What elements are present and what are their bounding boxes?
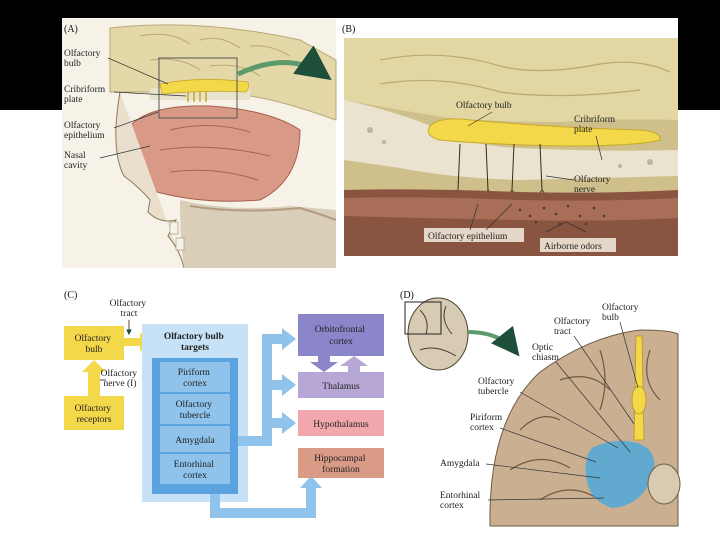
panel-c: (C) Olfactory tract Olfactory bulb Olfac…: [64, 290, 384, 518]
panel-a-zoom-box: [158, 57, 238, 119]
panel-a: (A) Olfactory bulb Cribriform plate Olfa…: [62, 18, 337, 269]
panel-b-label-nerve: Olfactory nerve: [574, 174, 613, 195]
panel-c-orbitofrontal-label: Orbitofrontal cortex: [315, 324, 368, 347]
panel-b-label-epithelium: Olfactory epithelium: [428, 231, 508, 242]
left-black-bar: [0, 18, 62, 110]
panel-c-target-amygdala-label: Amygdala: [175, 436, 215, 446]
panel-d-label-tract: Olfactory tract: [554, 316, 593, 337]
panel-a-letter: (A): [64, 24, 78, 35]
panel-d-brain: [489, 329, 679, 527]
panel-a-label-cavity: Nasal cavity: [64, 151, 88, 171]
panel-c-target-amygdala: [160, 426, 230, 452]
panel-d-label-entorhinal: Entorhinal cortex: [440, 491, 482, 511]
panel-a-label-plate: Cribriform plate: [64, 84, 108, 105]
panel-c-target-piriform-label: Piriform cortex: [178, 367, 213, 389]
panel-d: (D) Olfactory bulb Olfactory tract Optic…: [400, 290, 681, 527]
panel-c-letter: (C): [64, 290, 77, 301]
panel-b: (B) Olfactory bulb Cribriform pl: [342, 24, 678, 256]
panel-b-label-plate: Cribriform plate: [574, 114, 618, 135]
panel-a-label-epithelium: Olfactory epithelium: [64, 120, 105, 141]
panel-b-letter: (B): [342, 24, 355, 35]
panel-c-orbitofrontal-box: [298, 314, 384, 356]
panel-a-nasal-cavity: [129, 105, 301, 202]
panel-c-target-tubercle-label: Olfactory tubercle: [176, 399, 215, 421]
panel-c-thalamus-label: Thalamus: [322, 382, 360, 392]
panel-d-blue-region: [585, 440, 655, 508]
panel-a-label-bulb: Olfactory bulb: [64, 48, 103, 69]
panel-d-olfactory-bulb: [631, 385, 647, 415]
panel-a-olfactory-bulb: [159, 79, 250, 95]
panel-d-label-piriform: Piriform cortex: [470, 412, 505, 433]
top-black-bar: [0, 0, 720, 18]
panel-c-target-entorhinal: [160, 454, 230, 484]
panel-c-target-piriform: [160, 362, 230, 392]
panel-c-label-nerve: Olfactory nerve (I): [101, 368, 140, 389]
panel-c-bulb-box: [64, 326, 124, 360]
panel-c-targets-title: Olfactory bulb targets: [164, 332, 226, 353]
panel-b-label-bulb: Olfactory bulb: [456, 100, 512, 111]
panel-d-label-tubercle: Olfactory tubercle: [478, 376, 517, 397]
panel-c-arrows: [210, 328, 322, 518]
panel-c-label-bulb: Olfactory bulb: [75, 333, 114, 355]
panel-d-label-chiasm: Optic chiasm: [532, 343, 560, 363]
panel-c-target-tubercle: [160, 394, 230, 424]
panel-c-hypothalamus-box: [298, 410, 384, 436]
panel-d-label-amygdala: Amygdala: [440, 459, 480, 469]
panel-c-hypothalamus-label: Hypothalamus: [313, 420, 369, 430]
zoom-arrow-d: [467, 325, 520, 357]
panel-b-olfactory-bulb: [427, 118, 661, 147]
panel-b-label-odors: Airborne odors: [544, 242, 602, 252]
panel-d-letter: (D): [400, 290, 414, 301]
panel-c-thalamus-box: [298, 372, 384, 398]
panel-c-hippocampal-box: [298, 448, 384, 478]
panel-c-target-entorhinal-label: Entorhinal cortex: [174, 460, 216, 481]
panel-c-label-receptors: Olfactory receptors: [75, 403, 114, 425]
panel-c-receptors-box: [64, 396, 124, 430]
zoom-arrow-a-to-b: [236, 45, 332, 81]
right-black-bar: [678, 18, 720, 110]
panel-c-label-tract: Olfactory tract: [110, 298, 149, 319]
panel-d-label-bulb: Olfactory bulb: [602, 302, 641, 323]
panel-c-hippocampal-label: Hippocampal formation: [314, 454, 368, 475]
